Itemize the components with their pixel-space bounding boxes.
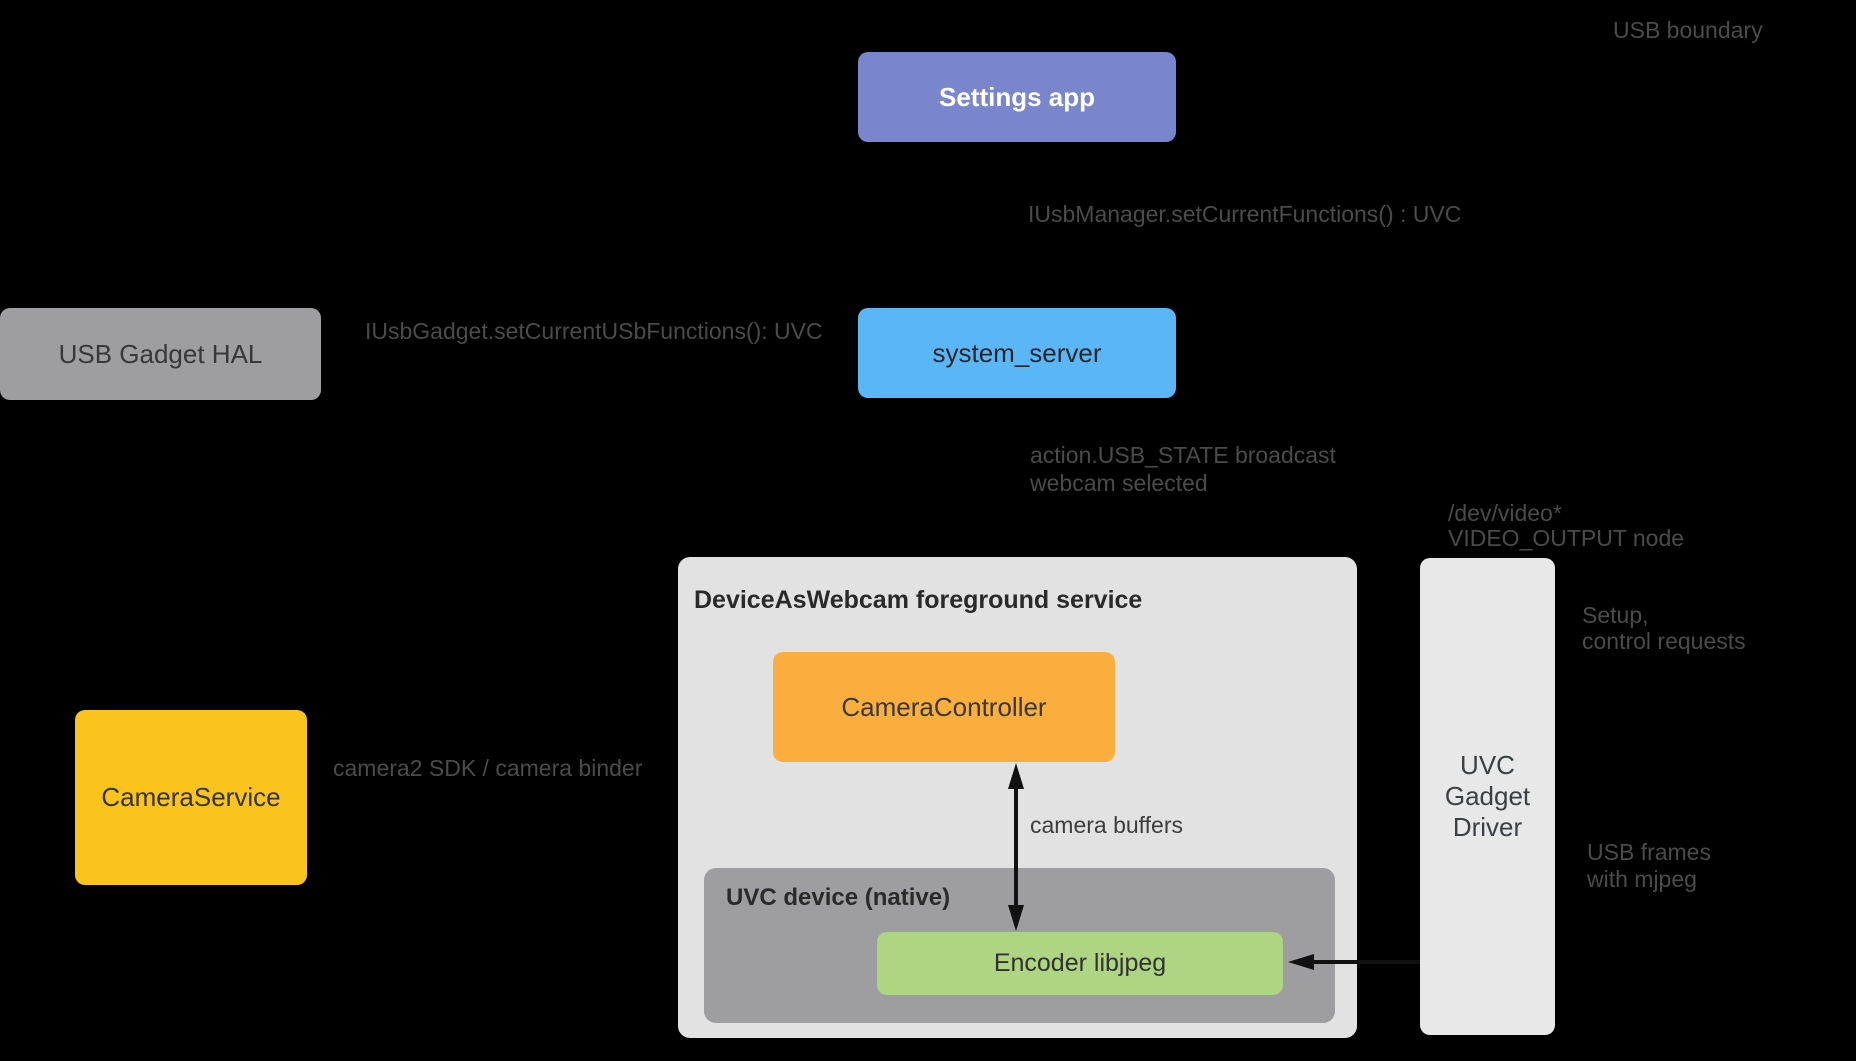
uvc-gadget-driver-label-line2: Gadget: [1444, 781, 1531, 811]
usb-boundary-label: USB boundary: [1613, 17, 1763, 43]
system-server-label: system_server: [932, 337, 1102, 368]
usb-frames-mjpeg-label: USB frames with mjpeg: [1587, 839, 1711, 893]
system-server-node: system_server: [858, 308, 1176, 398]
usb-gadget-hal-node: USB Gadget HAL: [0, 308, 321, 400]
camera-buffers-label: camera buffers: [1030, 812, 1183, 838]
usb-frames-arrowhead-left-icon: [1288, 954, 1314, 970]
uvc-device-native-title: UVC device (native): [726, 884, 951, 911]
setup-control-line2: control requests: [1582, 628, 1746, 654]
uvc-gadget-driver-node: UVC Gadget Driver: [1420, 558, 1555, 1035]
camera-buffers-arrow: [1014, 787, 1018, 907]
camera2-sdk-binder-label: camera2 SDK / camera binder: [333, 755, 643, 781]
usb-gadget-hal-label: USB Gadget HAL: [58, 338, 263, 369]
settings-app-label: Settings app: [938, 81, 1095, 112]
deviceaswebcam-service-title: DeviceAsWebcam foreground service: [694, 586, 1143, 614]
usb-frames-line2: with mjpeg: [1587, 866, 1697, 892]
encoder-libjpeg-node: Encoder libjpeg: [877, 932, 1283, 995]
iusbmanager-call-label: IUsbManager.setCurrentFunctions() : UVC: [1028, 201, 1462, 227]
usb-frames-line1: USB frames: [1587, 839, 1711, 865]
usb-frames-arrow: [1314, 960, 1420, 964]
usb-state-broadcast-line2: webcam selected: [1030, 470, 1208, 496]
uvc-gadget-driver-label-line1: UVC: [1460, 750, 1515, 780]
encoder-libjpeg-label: Encoder libjpeg: [993, 949, 1167, 977]
uvc-gadget-driver-label-line3: Driver: [1452, 812, 1523, 842]
dev-video-line2: VIDEO_OUTPUT node: [1448, 525, 1685, 551]
camera-buffers-arrowhead-up-icon: [1008, 763, 1024, 789]
dev-video-line1: /dev/video*: [1448, 500, 1562, 526]
usb-state-broadcast-line1: action.USB_STATE broadcast: [1030, 442, 1336, 468]
camera-service-node: CameraService: [75, 710, 307, 885]
camera-controller-node: CameraController: [773, 652, 1115, 762]
iusbgadget-call-label: IUsbGadget.setCurrentUSbFunctions(): UVC: [365, 318, 823, 344]
setup-control-line1: Setup,: [1582, 602, 1649, 628]
settings-app-node: Settings app: [858, 52, 1176, 142]
setup-control-requests-label: Setup, control requests: [1582, 602, 1746, 654]
camera-service-label: CameraService: [101, 782, 281, 812]
camera-controller-label: CameraController: [841, 691, 1047, 722]
usb-state-broadcast-label: action.USB_STATE broadcast webcam select…: [1030, 441, 1336, 497]
camera-buffers-arrowhead-down-icon: [1008, 905, 1024, 931]
dev-video-node-label: /dev/video* VIDEO_OUTPUT node: [1448, 501, 1684, 551]
